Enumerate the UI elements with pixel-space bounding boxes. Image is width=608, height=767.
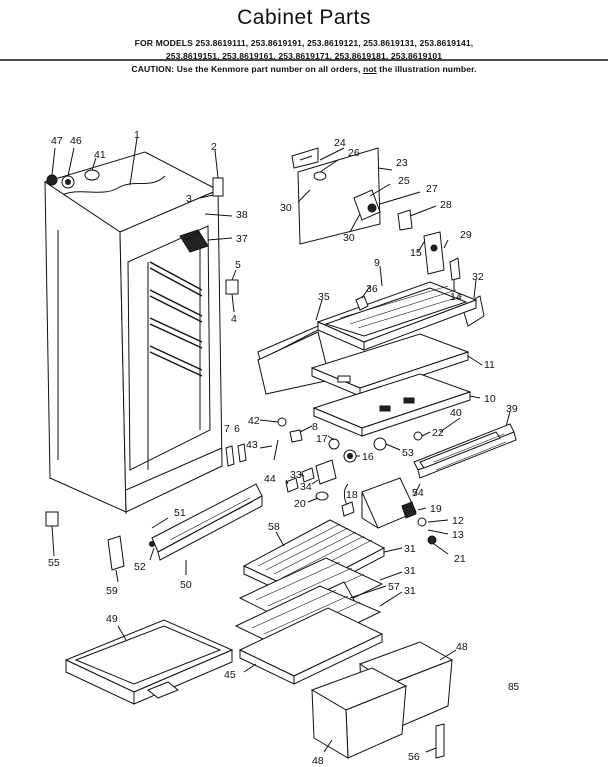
callout-56: 56 bbox=[408, 751, 420, 763]
callout-45: 45 bbox=[224, 669, 236, 681]
callout-37: 37 bbox=[236, 233, 248, 245]
caution-suffix: the illustration number. bbox=[379, 64, 477, 74]
callout-22: 22 bbox=[432, 427, 444, 439]
callout-11: 11 bbox=[484, 359, 495, 371]
hinge-parts bbox=[179, 149, 239, 313]
right-small-parts bbox=[417, 231, 485, 327]
callout-31-b: 31 bbox=[404, 565, 416, 577]
callout-39: 39 bbox=[506, 403, 518, 415]
callout-27: 27 bbox=[426, 183, 438, 195]
callout-36: 36 bbox=[366, 283, 378, 295]
callout-15: 15 bbox=[410, 247, 422, 259]
models-line-2: 253.8619151, 253.8619161, 253.8619171, 2… bbox=[165, 51, 443, 61]
callout-20: 20 bbox=[294, 498, 306, 510]
control-parts bbox=[225, 417, 360, 503]
pan-49 bbox=[64, 619, 234, 705]
callout-35: 35 bbox=[318, 291, 330, 303]
callout-25: 25 bbox=[398, 175, 410, 187]
hardware-top-left bbox=[46, 137, 138, 189]
callout-34: 34 bbox=[300, 481, 312, 493]
callout-18: 18 bbox=[346, 489, 358, 501]
callout-5: 5 bbox=[235, 259, 241, 271]
callout-16: 16 bbox=[362, 451, 374, 463]
rod-56 bbox=[425, 723, 445, 759]
page-title: Cabinet Parts bbox=[237, 6, 371, 29]
callout-49: 49 bbox=[106, 613, 118, 625]
freezer-shelves bbox=[257, 265, 483, 437]
callout-51: 51 bbox=[174, 507, 186, 519]
callout-32: 32 bbox=[472, 271, 484, 283]
callout-1: 1 bbox=[134, 129, 140, 141]
callout-7: 7 bbox=[224, 423, 230, 435]
cabinet-shell bbox=[43, 151, 223, 513]
callout-13: 13 bbox=[452, 529, 464, 541]
callout-21: 21 bbox=[454, 553, 466, 565]
caution-line: CAUTION: Use the Kenmore part number on … bbox=[0, 64, 608, 74]
callout-43: 43 bbox=[246, 439, 258, 451]
callout-54: 54 bbox=[412, 487, 424, 499]
callout-42: 42 bbox=[248, 415, 260, 427]
caution-not: not bbox=[362, 64, 377, 74]
callout-59: 59 bbox=[106, 585, 118, 597]
callout-47: 47 bbox=[51, 135, 63, 147]
callout-29: 29 bbox=[460, 229, 472, 241]
callout-2: 2 bbox=[211, 141, 217, 153]
kickplate-grille bbox=[149, 483, 263, 575]
callout-4: 4 bbox=[231, 313, 237, 325]
callout-10: 10 bbox=[484, 393, 496, 405]
crisper-support bbox=[341, 477, 449, 555]
callout-58: 58 bbox=[268, 521, 280, 533]
callout-14: 14 bbox=[450, 291, 462, 303]
callout-38: 38 bbox=[236, 209, 248, 221]
callout-50: 50 bbox=[180, 579, 192, 591]
callout-28: 28 bbox=[440, 199, 452, 211]
callout-48-right: 48 bbox=[456, 641, 468, 653]
callout-23: 23 bbox=[396, 157, 408, 169]
callout-9: 9 bbox=[374, 257, 380, 269]
callout-57: 57 bbox=[388, 581, 400, 593]
callout-30-left: 30 bbox=[280, 202, 292, 214]
callout-53: 53 bbox=[402, 447, 414, 459]
callout-25-26: 26 bbox=[348, 147, 360, 159]
callout-52: 52 bbox=[134, 561, 146, 573]
callout-labels: 1 2 3 4 5 6 7 8 9 10 11 12 13 14 15 16 1… bbox=[48, 129, 520, 767]
callout-44: 44 bbox=[264, 473, 276, 485]
callout-24: 24 bbox=[334, 137, 346, 149]
callout-6: 6 bbox=[234, 423, 240, 435]
callout-33: 33 bbox=[290, 469, 302, 481]
fresh-food-shelves bbox=[234, 519, 403, 685]
callout-19: 19 bbox=[430, 503, 442, 515]
callout-12: 12 bbox=[452, 515, 464, 527]
callout-48-left: 48 bbox=[312, 755, 324, 767]
callout-17: 17 bbox=[316, 433, 328, 445]
callout-40: 40 bbox=[450, 407, 462, 419]
door-liner-assembly bbox=[291, 147, 437, 245]
page-code: 85 bbox=[508, 682, 520, 693]
callout-31-a: 31 bbox=[404, 543, 416, 555]
callout-8: 8 bbox=[312, 421, 318, 433]
bottom-left-parts bbox=[45, 505, 127, 583]
models-line-1: FOR MODELS 253.8619111, 253.8619191, 253… bbox=[134, 38, 474, 48]
callout-55: 55 bbox=[48, 557, 60, 569]
callout-46: 46 bbox=[70, 135, 82, 147]
callout-41: 41 bbox=[94, 149, 106, 161]
drawer-rails bbox=[373, 411, 517, 479]
crisper-drawers bbox=[310, 641, 457, 759]
callout-30-right: 30 bbox=[343, 232, 355, 244]
callout-3: 3 bbox=[186, 193, 192, 205]
caution-prefix: CAUTION: Use the Kenmore part number on … bbox=[131, 64, 361, 74]
callout-31-c: 31 bbox=[404, 585, 416, 597]
